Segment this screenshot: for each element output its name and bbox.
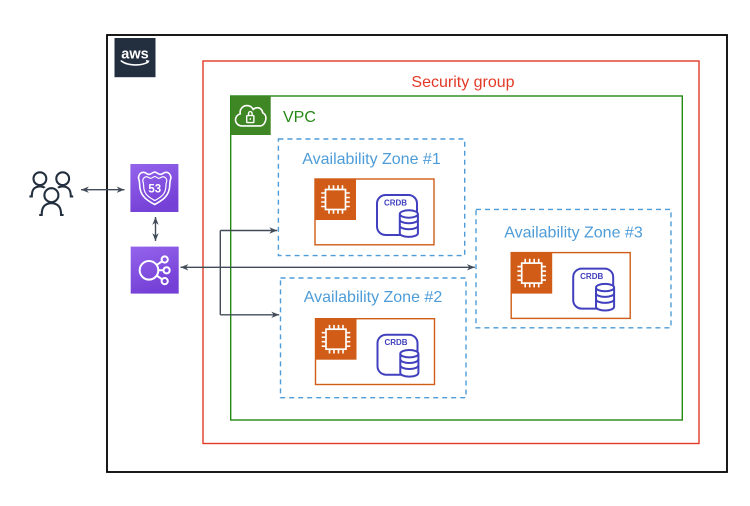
svg-text:Security group: Security group (411, 74, 514, 91)
svg-text:VPC: VPC (283, 109, 316, 126)
svg-text:Availability Zone #2: Availability Zone #2 (304, 289, 443, 306)
svg-text:Availability Zone #3: Availability Zone #3 (504, 225, 643, 242)
svg-text:53: 53 (148, 183, 161, 195)
svg-text:CRDB: CRDB (384, 199, 407, 208)
svg-text:Availability Zone #1: Availability Zone #1 (302, 151, 441, 168)
svg-text:aws: aws (121, 47, 148, 63)
